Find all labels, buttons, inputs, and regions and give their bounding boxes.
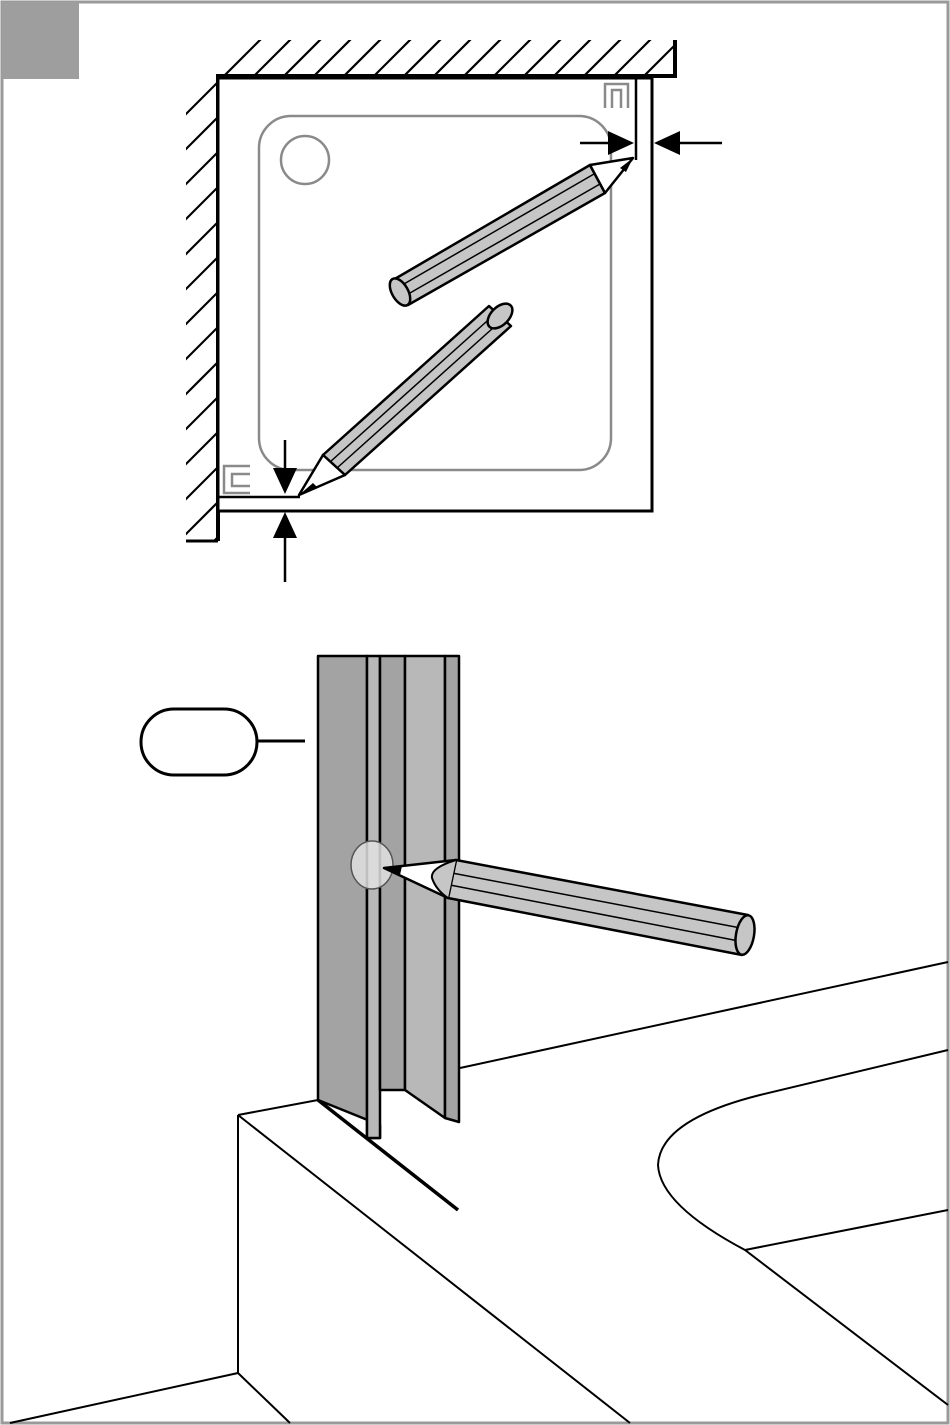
perspective-view	[10, 656, 948, 1423]
bathtub-edge	[10, 962, 948, 1423]
arrow-icon	[654, 131, 722, 155]
plan-view	[180, 30, 722, 582]
step-number-box	[2, 2, 79, 79]
drill-hole-mark	[351, 841, 393, 889]
callout	[141, 709, 305, 775]
wall-profile	[318, 656, 459, 1138]
arrow-icon	[273, 512, 297, 582]
